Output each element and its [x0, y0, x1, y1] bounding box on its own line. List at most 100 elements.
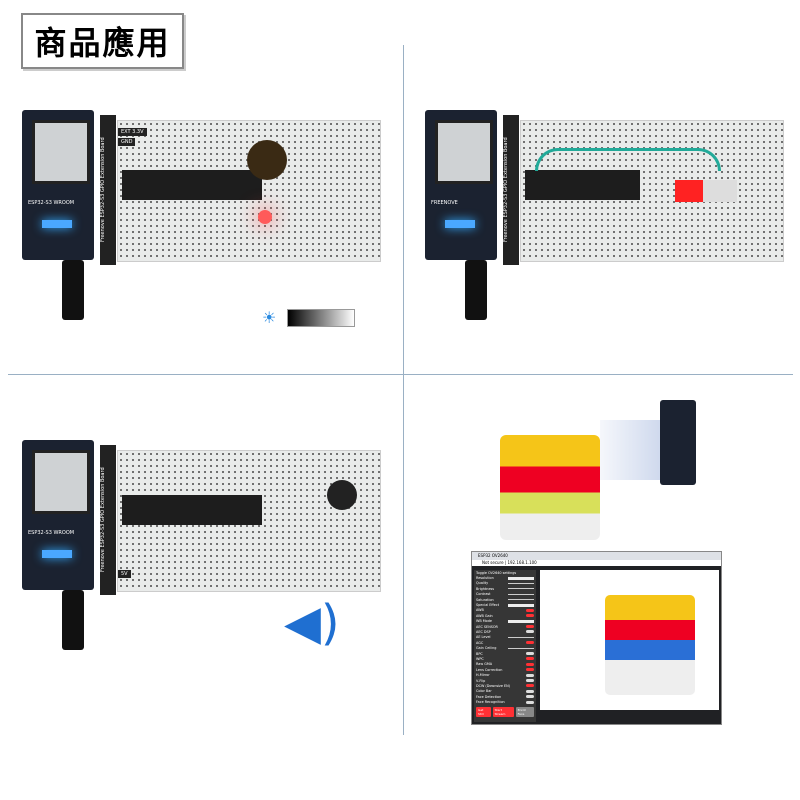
- setting-row: Gain Ceiling: [474, 645, 536, 650]
- setting-label: Color Bar: [476, 689, 492, 694]
- get-still-button[interactable]: Get Still: [476, 706, 491, 717]
- pin-label-3v3: EXT 3.3V: [118, 128, 147, 136]
- usb-cable: [62, 260, 84, 320]
- led-lit: [258, 210, 272, 224]
- pin-label-5v: 5V: [118, 570, 131, 578]
- setting-label: WB Mode: [476, 619, 492, 624]
- setting-row: AGC: [474, 640, 536, 645]
- setting-label: AGC: [476, 640, 484, 645]
- setting-select[interactable]: [508, 603, 534, 607]
- setting-row: H-Mirror: [474, 672, 536, 677]
- setting-label: WPC: [476, 656, 484, 661]
- setting-row: Quality: [474, 581, 536, 586]
- setting-row: AEC DSP: [474, 629, 536, 634]
- scene-camera: [490, 390, 720, 540]
- setting-row: V-Flip: [474, 678, 536, 683]
- setting-label: V-Flip: [476, 678, 486, 683]
- setting-slider[interactable]: [508, 582, 534, 584]
- setting-row: Resolution: [474, 575, 536, 580]
- divider-vertical: [403, 45, 404, 735]
- setting-row: Face Detection: [474, 694, 536, 699]
- setting-row: Raw GMA: [474, 662, 536, 667]
- start-stream-button[interactable]: Start Stream: [492, 706, 514, 717]
- buzzer: [327, 480, 357, 510]
- setting-slider[interactable]: [508, 593, 534, 595]
- setting-label: Special Effect: [476, 603, 500, 608]
- setting-row: AWB: [474, 608, 536, 613]
- setting-row: Lens Correction: [474, 667, 536, 672]
- setting-toggle[interactable]: [526, 614, 534, 618]
- setting-row: Special Effect: [474, 602, 536, 607]
- setting-label: AEC DSP: [476, 629, 491, 634]
- setting-toggle[interactable]: [526, 679, 534, 682]
- scene-led-bar: FREENOVE Freenove ESP32-S3 GPIO Extensio…: [425, 110, 785, 350]
- setting-row: BPC: [474, 651, 536, 656]
- setting-label: Brightness: [476, 586, 495, 591]
- setting-label: AWB Gain: [476, 613, 493, 618]
- setting-label: Resolution: [476, 576, 494, 581]
- setting-slider[interactable]: [508, 647, 534, 649]
- setting-toggle[interactable]: [526, 662, 534, 666]
- setting-select[interactable]: [508, 619, 534, 623]
- setting-toggle[interactable]: [526, 695, 534, 699]
- setting-label: AE Level: [476, 635, 491, 640]
- led-bar-graph: [675, 180, 737, 202]
- setting-toggle[interactable]: [526, 641, 534, 645]
- setting-row: AEC SENSOR: [474, 624, 536, 629]
- page-title: 商品應用: [21, 13, 184, 69]
- setting-label: Face Detection: [476, 694, 502, 699]
- setting-toggle[interactable]: [526, 652, 534, 656]
- address-bar[interactable]: Not secure | 192.168.1.100: [472, 560, 721, 566]
- brightness-gradient: [287, 309, 355, 327]
- setting-label: BPC: [476, 651, 483, 656]
- setting-row: Contrast: [474, 592, 536, 597]
- scene-buzzer: ESP32-S3 WROOM Freenove ESP32-S3 GPIO Ex…: [22, 440, 382, 680]
- setting-row: WPC: [474, 656, 536, 661]
- speaker-sound-icon: ◀): [284, 595, 340, 651]
- setting-toggle[interactable]: [526, 689, 534, 693]
- setting-toggle[interactable]: [526, 657, 534, 661]
- setting-row: AWB Gain: [474, 613, 536, 618]
- setting-slider[interactable]: [508, 636, 534, 638]
- setting-label: Quality: [476, 581, 489, 586]
- setting-row: Face Recognition: [474, 699, 536, 704]
- setting-toggle[interactable]: [526, 700, 534, 704]
- enroll-face-button[interactable]: Enroll Face: [515, 706, 534, 717]
- setting-label: AEC SENSOR: [476, 624, 498, 629]
- setting-label: Lens Correction: [476, 667, 503, 672]
- setting-label: Saturation: [476, 597, 494, 602]
- browser-tab[interactable]: ESP32 OV2640: [472, 552, 721, 560]
- esp32-camera-board: [660, 400, 696, 485]
- setting-select[interactable]: [508, 576, 534, 580]
- potentiometer: [247, 140, 287, 180]
- setting-label: AWB: [476, 608, 484, 613]
- setting-toggle[interactable]: [526, 625, 534, 629]
- panel-title[interactable]: Toggle OV2640 settings: [476, 570, 517, 575]
- setting-label: Raw GMA: [476, 662, 493, 667]
- setting-row: Brightness: [474, 586, 536, 591]
- pin-label-gnd: GND: [118, 138, 136, 146]
- setting-row: Color Bar: [474, 689, 536, 694]
- esp32-board: ESP32-S3 WROOM: [22, 110, 94, 260]
- setting-label: Face Recognition: [476, 700, 505, 705]
- setting-label: Gain Ceiling: [476, 646, 497, 651]
- setting-toggle[interactable]: [526, 608, 534, 612]
- browser-window: ESP32 OV2640 Not secure | 192.168.1.100 …: [471, 551, 722, 725]
- setting-row: DCW (Downsize EN): [474, 683, 536, 688]
- brightness-icon: ☀: [262, 308, 277, 327]
- setting-row: AE Level: [474, 635, 536, 640]
- camera-preview: [540, 570, 719, 710]
- setting-toggle[interactable]: [526, 673, 534, 677]
- scene-potentiometer-led: ESP32-S3 WROOM Freenove ESP32-S3 GPIO Ex…: [22, 110, 382, 350]
- extension-label: Freenove ESP32-S3 GPIO Extension Board: [100, 115, 116, 265]
- setting-label: H-Mirror: [476, 673, 490, 678]
- setting-toggle[interactable]: [526, 630, 534, 634]
- setting-row: Saturation: [474, 597, 536, 602]
- setting-toggle[interactable]: [526, 668, 534, 672]
- setting-slider[interactable]: [508, 588, 534, 590]
- setting-slider[interactable]: [508, 599, 534, 601]
- jumper-wires: [535, 148, 721, 171]
- lego-house: [500, 435, 600, 540]
- setting-toggle[interactable]: [526, 684, 534, 688]
